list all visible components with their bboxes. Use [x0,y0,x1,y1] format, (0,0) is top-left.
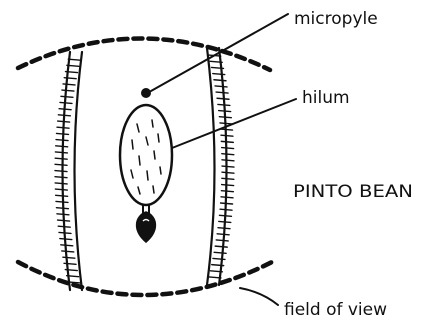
diagram-title: PINTO BEAN [293,182,413,202]
left-seed-coat [55,52,82,290]
field-of-view-label: field of view [284,300,387,320]
field-of-view-leader-line [240,288,278,305]
micropyle-dot [141,88,151,98]
field-of-view-bottom-arc [18,262,272,295]
micropyle-label: micropyle [294,9,378,29]
micropyle-leader-line [151,14,288,91]
field-of-view-top-arc [18,38,270,70]
hilum-oval [120,105,172,205]
hilum-label: hilum [302,88,350,108]
right-seed-coat [207,48,234,285]
hilum-leader-line [172,99,296,148]
bean-tip [137,205,156,242]
